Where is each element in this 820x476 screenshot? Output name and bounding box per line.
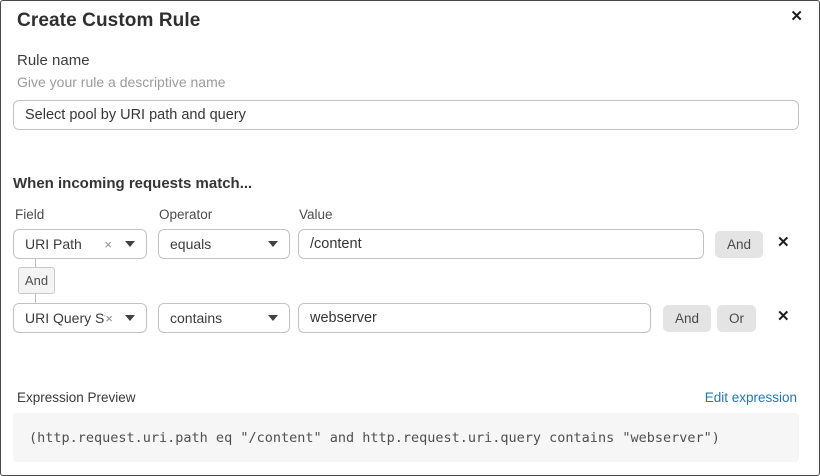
operator-select-row2[interactable]: contains [158,303,290,333]
operator-select-row1-value: equals [170,236,212,252]
field-select-row1[interactable]: URI Path × [13,229,147,259]
operator-select-row1[interactable]: equals [158,229,290,259]
field-select-row1-value: URI Path [25,236,82,252]
edit-expression-link[interactable]: Edit expression [704,390,797,405]
expression-text: (http.request.uri.path eq "/content" and… [29,429,720,446]
connector-line-bottom [35,294,36,303]
expression-preview-box: (http.request.uri.path eq "/content" and… [13,413,799,462]
connector-and-badge: And [18,267,55,294]
rule-name-hint: Give your rule a descriptive name [17,74,226,90]
field-select-row2-value: URI Query St... [25,310,105,326]
column-label-value: Value [299,207,333,222]
clear-field-icon[interactable]: × [104,236,112,252]
match-section-heading: When incoming requests match... [13,175,253,192]
and-button-row1[interactable]: And [715,231,764,258]
expression-preview-label: Expression Preview [17,390,136,405]
and-button-row2[interactable]: And [663,305,712,332]
field-select-row2[interactable]: URI Query St... × [13,303,147,333]
rule-name-input[interactable] [13,100,799,130]
close-icon[interactable]: ✕ [790,8,803,25]
value-input-row1[interactable] [298,229,704,259]
value-input-row2[interactable] [298,303,651,333]
chevron-down-icon [125,241,135,247]
or-button-row2[interactable]: Or [717,305,756,332]
chevron-down-icon [268,241,278,247]
delete-row2-icon[interactable]: ✕ [777,308,790,325]
column-label-operator: Operator [159,207,213,222]
column-label-field: Field [15,207,45,222]
dialog-title: Create Custom Rule [17,10,201,31]
rule-name-label: Rule name [17,52,90,69]
clear-field-icon[interactable]: × [105,310,113,326]
connector-line-top [35,259,36,267]
delete-row1-icon[interactable]: ✕ [777,234,790,251]
operator-select-row2-value: contains [170,310,223,326]
chevron-down-icon [125,315,135,321]
chevron-down-icon [268,315,278,321]
